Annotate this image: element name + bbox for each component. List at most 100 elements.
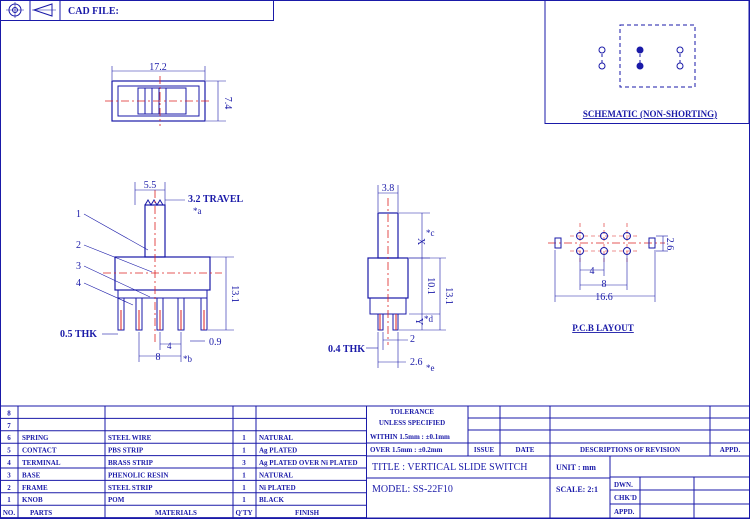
bom-row: 6 SPRING STEEL WIRE 1 NATURAL	[7, 434, 293, 442]
bom-cell-part: TERMINAL	[22, 459, 61, 467]
pcb-mount-slot	[554, 237, 562, 249]
bom-cell-finish: Ag PLATED OVER Ni PLATED	[259, 459, 358, 467]
front-pitch-dim: 8	[156, 352, 161, 363]
revision-appd: APPD.	[720, 446, 741, 454]
top-width-dim: 17.2	[149, 62, 167, 73]
front-view: 5.5 3.2 TRAVEL *a 1 2 3 4 13.1 0.5 THK 8…	[60, 180, 244, 364]
title-text: TITLE : VERTICAL SLIDE SWITCH	[372, 462, 528, 473]
schematic-pin-open	[598, 46, 606, 54]
pcb-hole	[600, 232, 608, 240]
revision-desc: DESCRIPTIONS OF REVISION	[580, 446, 680, 454]
bom-header-qty: Q'TY	[235, 509, 252, 517]
pcb-dim-4: 4	[590, 266, 595, 277]
side-y-note: *d	[424, 314, 434, 324]
schematic-pin-open	[676, 46, 684, 54]
appd-label: APPD.	[614, 508, 635, 516]
callout-4: 4	[76, 278, 81, 289]
bom-cell-no: 5	[7, 447, 11, 455]
cad-file-header: CAD FILE:	[0, 0, 274, 21]
bom-cell-no: 4	[7, 459, 11, 467]
bom-header-no: NO.	[3, 509, 16, 517]
bom-cell-material: POM	[108, 496, 125, 504]
side-body-height-dim: 10.1	[425, 277, 436, 295]
bom-cell-finish: NATURAL	[259, 471, 293, 479]
tolerance-title: TOLERANCE	[390, 408, 435, 416]
bom-cell-material: PBS STRIP	[108, 447, 144, 455]
bom-cell-material: BRASS STRIP	[108, 459, 154, 467]
top-view: 17.2 7.4	[105, 62, 233, 126]
bom-cell-no: 1	[7, 496, 11, 504]
bom-cell-part: SPRING	[22, 434, 49, 442]
cad-file-label: CAD FILE:	[68, 6, 119, 17]
bom-cell-qty: 1	[242, 434, 246, 442]
model-text: MODEL: SS-22F10	[372, 484, 453, 495]
bom-cell-qty: 1	[242, 496, 246, 504]
front-pin-pitch-dim: 4	[167, 341, 172, 351]
revision-issue: ISSUE	[474, 446, 495, 454]
pcb-hole	[600, 247, 608, 255]
side-view: 3.8 X *c 10.1 13.1 Y *d 0.4 THK 2 2.6 *e	[328, 183, 454, 373]
side-width-dim: 3.8	[382, 183, 395, 194]
pcb-mount-slot	[648, 237, 656, 249]
bom-cell-qty: 3	[242, 459, 246, 467]
pcb-dim-2-6: 2.6	[664, 238, 675, 251]
bom-cell-finish: NATURAL	[259, 434, 293, 442]
pcb-label: P.C.B LAYOUT	[572, 323, 634, 333]
tolerance-line2: OVER 1.5mm : ±0.2mm	[370, 446, 443, 454]
schematic-pin-common	[636, 62, 644, 70]
callout-1: 1	[76, 209, 81, 220]
bom-cell-part: BASE	[22, 471, 41, 479]
bom-cell-finish: Ni PLATED	[259, 484, 296, 492]
bom-cell-no: 2	[7, 484, 11, 492]
bom-header-materials: MATERIALS	[155, 509, 197, 517]
projection-cone-icon	[32, 3, 56, 17]
bom-cell-no: 8	[7, 409, 11, 417]
callout-2: 2	[76, 240, 81, 251]
projection-circle-icon	[6, 2, 24, 18]
bom-cell-material: STEEL STRIP	[108, 484, 153, 492]
bom-cell-finish: BLACK	[259, 496, 284, 504]
side-y-label: Y	[413, 318, 424, 325]
front-pin-width-dim: 0.9	[209, 337, 222, 348]
pcb-hole	[623, 247, 631, 255]
chkd-label: CHK'D	[614, 494, 637, 502]
schematic-pin-common	[636, 46, 644, 54]
dwn-label: DWN.	[614, 481, 633, 489]
bom-row: 8	[7, 409, 11, 417]
scale-text: SCALE: 2:1	[556, 485, 598, 494]
bom-cell-finish: Ag PLATED	[259, 447, 297, 455]
side-total-height-dim: 13.1	[443, 287, 454, 305]
schematic-pin-open	[598, 62, 606, 70]
bom-cell-part: CONTACT	[22, 447, 57, 455]
pcb-hole	[623, 232, 631, 240]
side-x-label: X	[415, 238, 426, 246]
bom-row: 5 CONTACT PBS STRIP 1 Ag PLATED	[7, 447, 297, 455]
front-knob-dim: 5.5	[144, 180, 157, 191]
side-spacing-dim: 2.6	[410, 357, 423, 368]
front-pin-note: *b	[183, 354, 193, 364]
bom-cell-no: 6	[7, 434, 11, 442]
front-thickness: 0.5 THK	[60, 329, 97, 340]
callout-3: 3	[76, 261, 81, 272]
bom-cell-qty: 1	[242, 484, 246, 492]
bom-cell-qty: 1	[242, 447, 246, 455]
schematic-label: SCHEMATIC (NON-SHORTING)	[583, 109, 717, 119]
title-block: TOLERANCE UNLESS SPECIFIED WITHIN 1.5mm …	[366, 405, 750, 519]
front-travel: 3.2 TRAVEL	[188, 194, 244, 205]
bom-cell-material: STEEL WIRE	[108, 434, 152, 442]
bom-row: 7	[7, 422, 11, 430]
schematic-panel: SCHEMATIC (NON-SHORTING)	[544, 0, 750, 124]
bom-header-finish: FINISH	[295, 509, 320, 517]
side-thickness: 0.4 THK	[328, 344, 365, 355]
pcb-hole	[576, 232, 584, 240]
front-travel-note: *a	[193, 206, 202, 216]
schematic-pin-open	[676, 62, 684, 70]
bom-header-parts: PARTS	[30, 509, 52, 517]
pcb-hole	[576, 247, 584, 255]
side-pin-width-dim: 2	[410, 334, 415, 345]
bom-row: 4 TERMINAL BRASS STRIP 3 Ag PLATED OVER Ni P…	[7, 459, 357, 467]
